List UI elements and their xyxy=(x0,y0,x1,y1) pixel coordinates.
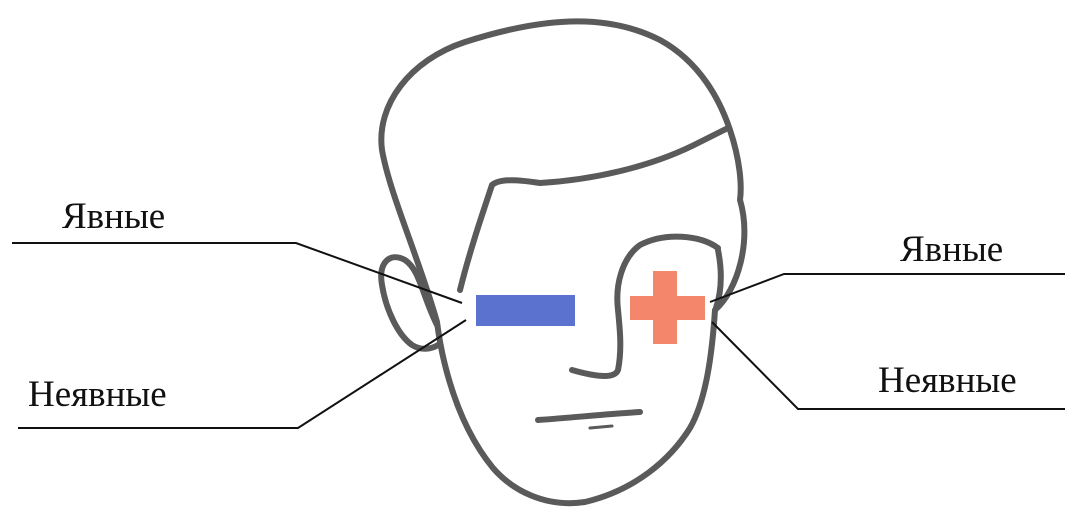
ear xyxy=(381,257,438,348)
label-left-implicit: Неявные xyxy=(28,374,167,415)
label-right-explicit: Явные xyxy=(900,229,1003,270)
face-drawing xyxy=(381,21,744,503)
leader-left-top xyxy=(12,243,462,303)
mouth xyxy=(538,412,640,420)
mouth-underline xyxy=(590,426,612,428)
minus-sign-icon xyxy=(476,295,575,326)
label-right-implicit: Неявные xyxy=(878,360,1017,401)
label-left-explicit: Явные xyxy=(62,196,165,237)
hairline xyxy=(492,128,728,185)
plus-sign-icon xyxy=(630,271,705,344)
head-outline xyxy=(381,21,744,503)
leader-right-top xyxy=(710,274,1065,302)
left-cheek-line xyxy=(460,185,492,290)
